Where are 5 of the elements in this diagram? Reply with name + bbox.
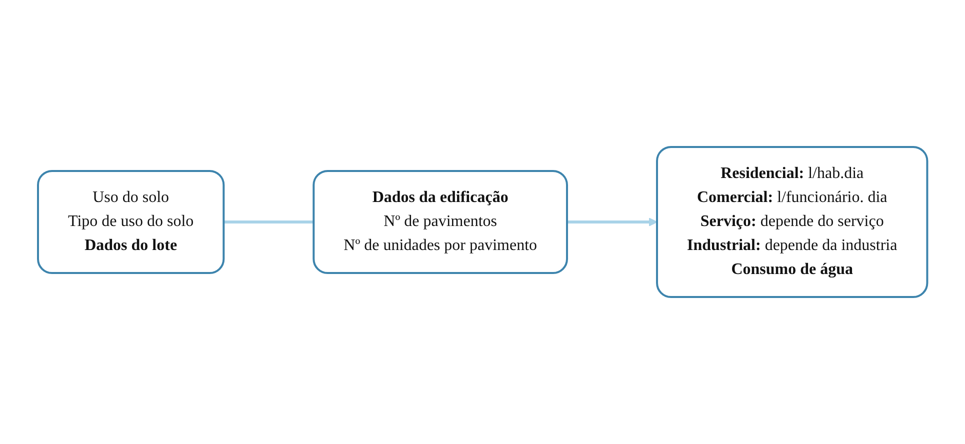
node-box: Residencial: l/hab.dia Comercial: l/funcionário. dia Serviço: depende do serviço Industrial: depende da industria Consumo de água [656,146,928,298]
node-box: Dados da edificação Nº de pavimentos Nº de unidades por pavimento [312,170,568,274]
arrow [566,218,658,226]
connector [224,220,314,224]
node-box: Uso do solo Tipo de uso do solo Dados do lote [36,170,225,274]
